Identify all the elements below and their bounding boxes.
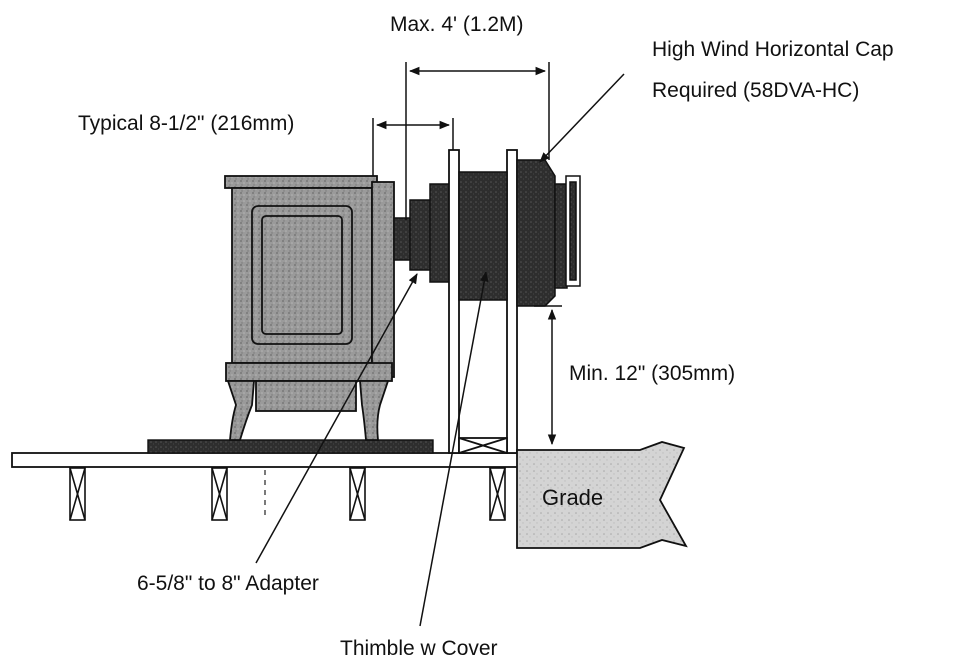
cap-label-line1: High Wind Horizontal Cap [652, 38, 894, 61]
typical-distance-label: Typical 8-1/2" (216mm) [78, 112, 295, 135]
stove-door-inner [261, 215, 343, 335]
stove-leg-right [359, 380, 390, 441]
adapter-leader-arrow [255, 273, 418, 564]
grade-label: Grade [542, 485, 604, 510]
max-dimension [405, 62, 550, 220]
max-distance-label: Max. 4' (1.2M) [390, 13, 524, 36]
horizontal-cap [516, 159, 581, 307]
stove-base [225, 362, 393, 382]
joist [69, 467, 86, 521]
thimble-pipe [458, 171, 508, 301]
wall-outer-panel [506, 149, 518, 454]
joist [349, 467, 366, 521]
thimble-label: Thimble w Cover [340, 637, 498, 660]
joist [489, 467, 506, 521]
stove-ash-box [255, 380, 357, 412]
floor-joists [69, 467, 506, 521]
grade-ground [516, 441, 688, 549]
typical-dimension [372, 118, 454, 176]
adapter-label: 6-5/8" to 8" Adapter [137, 572, 319, 595]
wall-inner-panel [448, 149, 460, 454]
min-clearance-label: Min. 12" (305mm) [569, 362, 736, 385]
joist [211, 467, 228, 521]
stove-leg-left [226, 380, 255, 441]
hearth-pad [147, 439, 434, 454]
min-clearance-dimension [534, 305, 562, 446]
stove-door [251, 205, 353, 345]
thimble-leader-arrow [419, 270, 489, 627]
stove-top [224, 175, 378, 189]
cap-leader-arrow [539, 73, 625, 163]
adapter-pipe [393, 183, 451, 283]
wall [448, 149, 518, 454]
stove [224, 175, 395, 441]
cap-label-line2: Required (58DVA-HC) [652, 79, 860, 102]
floor-deck [11, 452, 519, 468]
